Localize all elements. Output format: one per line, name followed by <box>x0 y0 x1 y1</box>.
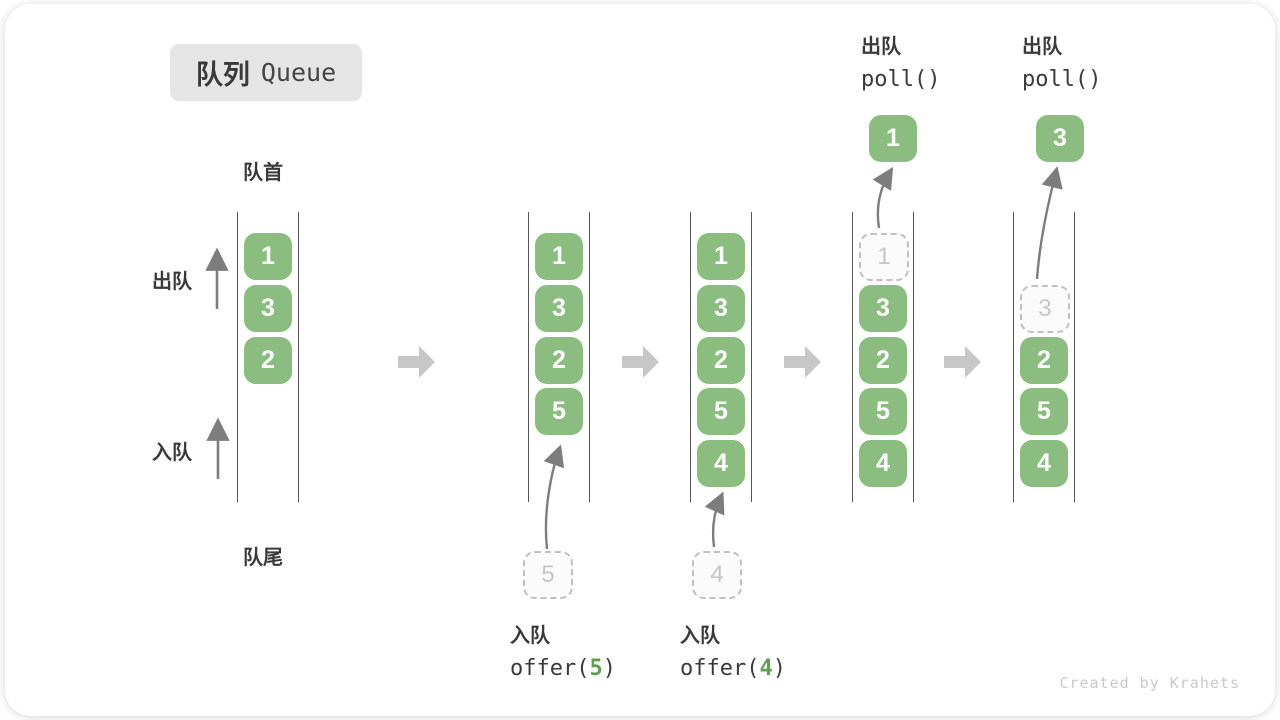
label-queue-rear: 队尾 <box>243 547 283 569</box>
code-argument: 4 <box>759 656 773 681</box>
queue-wall <box>690 212 691 502</box>
queue-wall <box>913 212 914 502</box>
operation-code: poll() <box>1022 67 1102 92</box>
queue-wall <box>589 212 590 502</box>
incoming-item: 5 <box>523 551 573 599</box>
queue-item: 2 <box>244 337 292 384</box>
queue-item: 1 <box>535 233 583 280</box>
operation-code: poll() <box>861 67 941 92</box>
queue-item: 3 <box>535 285 583 332</box>
operation-label: 出队 <box>1022 36 1062 58</box>
operation-enqueue-4: 入队 offer(4) <box>680 619 786 681</box>
queue-wall <box>751 212 752 502</box>
polled-item: 3 <box>1036 115 1084 162</box>
operation-label: 入队 <box>680 625 720 647</box>
operation-enqueue-5: 入队 offer(5) <box>510 619 616 681</box>
operation-code: offer(5) <box>510 656 616 681</box>
operation-label: 出队 <box>861 36 901 58</box>
queue-wall <box>237 212 238 502</box>
queue-wall <box>852 212 853 502</box>
label-dequeue: 出队 <box>152 271 192 293</box>
queue-item: 2 <box>535 337 583 384</box>
watermark-credit: Created by Krahets <box>1059 674 1240 692</box>
queue-item: 2 <box>1020 337 1068 384</box>
state-transition-arrow <box>622 346 659 378</box>
state-transition-arrow <box>784 346 821 378</box>
label-queue-front: 队首 <box>243 162 283 184</box>
removed-item-ghost: 1 <box>859 233 909 281</box>
title-badge: 队列 Queue <box>170 44 362 101</box>
queue-item: 5 <box>859 388 907 435</box>
queue-item: 5 <box>1020 388 1068 435</box>
operation-label: 入队 <box>510 625 550 647</box>
queue-wall <box>298 212 299 502</box>
queue-wall <box>1074 212 1075 502</box>
removed-item-ghost: 3 <box>1020 285 1070 333</box>
operation-poll-1: 出队 poll() <box>861 30 940 92</box>
queue-item: 3 <box>859 285 907 332</box>
polled-item: 1 <box>869 115 917 162</box>
queue-item: 4 <box>697 440 745 487</box>
label-enqueue: 入队 <box>152 442 192 464</box>
queue-item: 3 <box>244 285 292 332</box>
queue-item: 3 <box>697 285 745 332</box>
code-argument: 5 <box>589 656 603 681</box>
state-transition-arrow <box>398 346 435 378</box>
state-transition-arrow <box>944 346 981 378</box>
title-en: Queue <box>260 58 337 87</box>
queue-item: 5 <box>697 388 745 435</box>
queue-item: 1 <box>244 233 292 280</box>
queue-item: 5 <box>535 388 583 435</box>
queue-item: 4 <box>859 440 907 487</box>
queue-wall <box>1013 212 1014 502</box>
queue-item: 4 <box>1020 440 1068 487</box>
incoming-item: 4 <box>692 551 742 599</box>
queue-wall <box>528 212 529 502</box>
queue-item: 2 <box>859 337 907 384</box>
title-zh: 队列 <box>195 60 250 90</box>
queue-item: 2 <box>697 337 745 384</box>
operation-poll-2: 出队 poll() <box>1022 30 1101 92</box>
queue-item: 1 <box>697 233 745 280</box>
operation-code: offer(4) <box>680 656 786 681</box>
